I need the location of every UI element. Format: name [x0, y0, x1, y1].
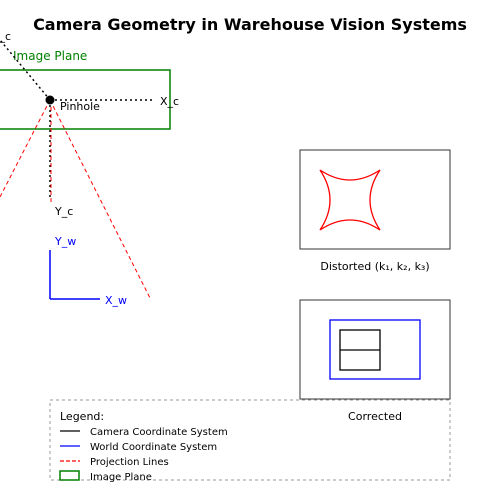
distorted-caption: Distorted (k₁, k₂, k₃) [320, 260, 429, 273]
image-plane-label: Image Plane [13, 49, 87, 63]
camera-x-label: X_c [160, 95, 179, 108]
camera-z-axis [0, 39, 51, 101]
camera-y-label: Y_c [54, 205, 73, 218]
corrected-caption: Corrected [348, 410, 402, 423]
pinhole-label: Pinhole [60, 100, 100, 113]
pinhole-point [45, 95, 55, 105]
legend-item-world: World Coordinate System [90, 442, 217, 453]
corrected-panel [299, 299, 451, 400]
corrected-outer-rect [329, 319, 421, 380]
distorted-grid-shape [319, 169, 381, 231]
image-plane-rect [0, 69, 171, 130]
legend-heading: Legend: [60, 410, 104, 423]
diagram-title: Camera Geometry in Warehouse Vision Syst… [33, 15, 467, 34]
projection-line-left [0, 99, 51, 198]
legend-item-camera: Camera Coordinate System [90, 427, 228, 438]
legend-item-image-plane: Image Plane [90, 472, 152, 483]
world-y-label: Y_w [54, 235, 76, 248]
legend-item-projection: Projection Lines [90, 457, 169, 468]
legend-box [49, 399, 451, 481]
projection-line-right [49, 99, 151, 299]
camera-z-label: Z_c [0, 30, 11, 43]
distorted-panel [299, 149, 451, 250]
world-x-label: X_w [105, 294, 127, 307]
legend-swatch-image-plane [59, 470, 80, 481]
